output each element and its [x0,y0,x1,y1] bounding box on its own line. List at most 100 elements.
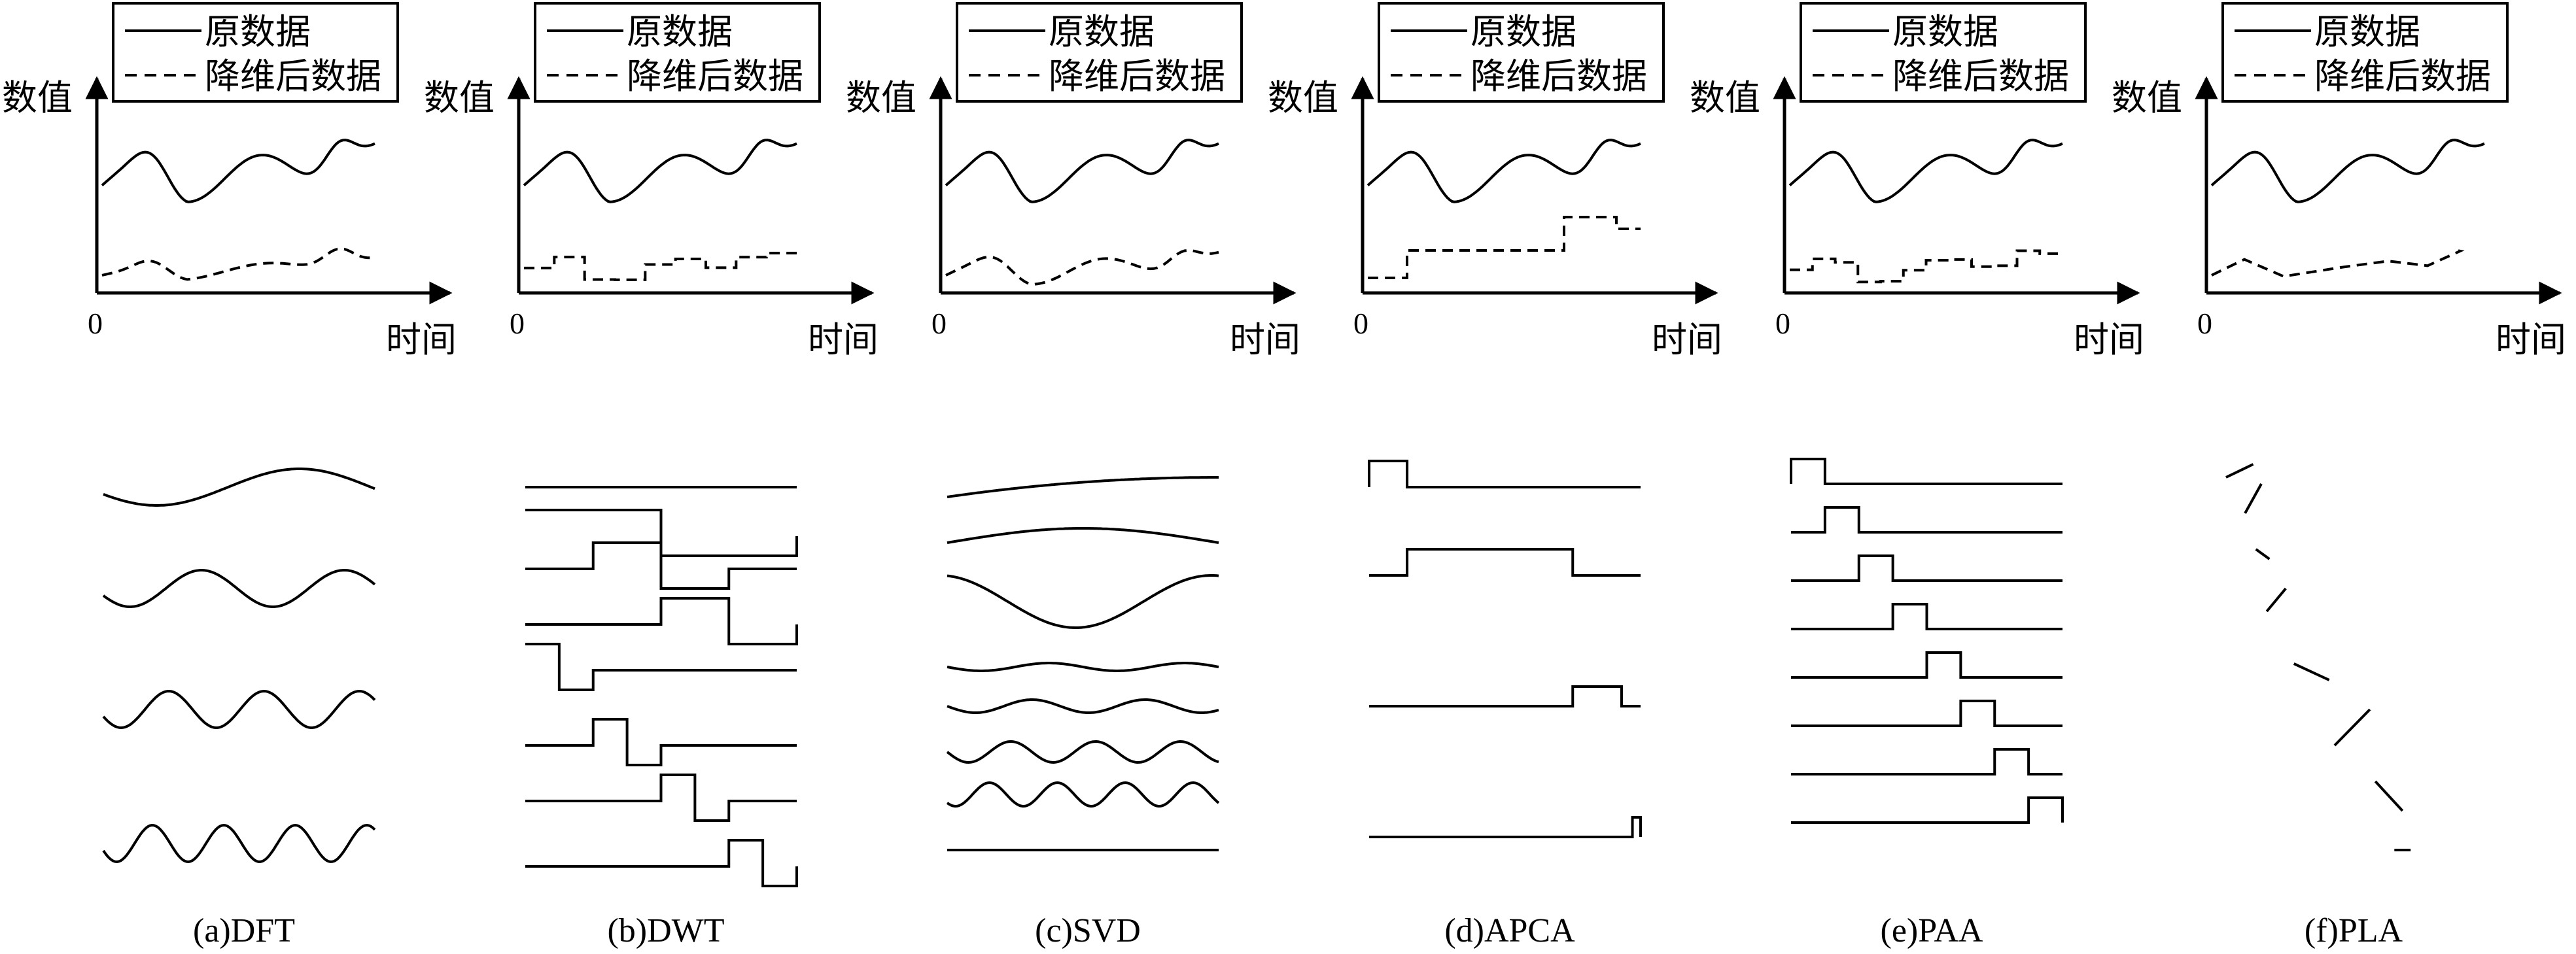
origin-label: 0 [1353,307,1368,340]
paa-segment-basis [1791,796,2064,824]
panel-caption: (f)PLA [2305,912,2403,949]
original-series [945,139,1219,203]
paa-segment-basis [1791,506,2063,534]
basis-functions [525,486,798,887]
pla-segment-basis [2225,463,2254,479]
y-axis-label: 数值 [2112,77,2182,118]
y-axis-label: 数值 [2,77,73,118]
haar-basis [525,597,798,645]
legend-original-label: 原数据 [627,11,733,52]
basis-functions [1368,460,1642,838]
sinusoid-basis [102,689,376,730]
original-series [2210,139,2485,203]
original-series [101,139,375,203]
x-axis-label: 时间 [1652,319,1722,360]
reduced-series [1368,216,1641,279]
original-series [1788,139,2063,203]
legend-box [112,2,399,103]
x-axis-label: 时间 [808,319,879,360]
panel-caption: (c)SVD [1035,912,1141,949]
x-axis-label: 时间 [2074,319,2144,360]
original-series [1366,139,1641,203]
pla-segment-basis [2255,548,2271,560]
basis-functions [946,476,1220,851]
panel-caption: (b)DWT [607,912,724,949]
legend-original-label: 原数据 [205,11,311,52]
basis-functions [1790,458,2064,824]
eigenwave-basis [946,740,1219,764]
legend-box [1378,2,1665,103]
haar-basis [525,718,797,766]
legend-original-label: 原数据 [1892,11,1998,52]
legend-original-label: 原数据 [1049,11,1155,52]
pla-segment-basis [2333,708,2371,747]
eigenwave-basis [947,476,1219,498]
legend-reduced-label: 降维后数据 [627,56,803,97]
panel-caption: (a)DFT [193,912,295,949]
y-axis-label: 数值 [1690,77,1760,118]
apca-segment-basis [1369,816,1642,838]
sinusoid-basis [102,568,376,609]
basis-functions [102,468,376,864]
haar-basis [525,774,797,822]
legend-original-label: 原数据 [2314,11,2420,52]
pla-segment-basis [2293,662,2330,681]
apca-segment-basis [1369,548,1641,577]
y-axis-label: 数值 [846,77,916,118]
paa-segment-basis [1791,700,2063,727]
pla-segment-basis [2244,483,2263,514]
legend-reduced-label: 降维后数据 [1049,56,1225,97]
eigenwave-basis [947,574,1219,629]
legend-reduced-label: 降维后数据 [205,56,381,97]
paa-segment-basis [1791,651,2063,679]
reduced-series [945,248,1219,286]
haar-basis [525,839,798,887]
origin-label: 0 [931,307,947,340]
apca-segment-basis [1369,685,1641,707]
origin-label: 0 [2197,307,2212,340]
haar-basis [525,541,797,590]
eigenwave-basis [947,527,1219,544]
basis-functions [2225,463,2411,851]
legend-reduced-label: 降维后数据 [1892,56,2069,97]
pla-segment-basis [2374,780,2404,812]
apca-segment-basis [1368,460,1641,488]
y-axis-label: 数值 [424,77,495,118]
origin-label: 0 [1775,307,1790,340]
reduced-series [101,247,375,281]
origin-label: 0 [510,307,525,340]
x-axis-label: 时间 [386,319,457,360]
paa-segment-basis [1791,603,2063,630]
pla-segment-basis [2265,587,2287,613]
reduced-series [1790,249,2063,284]
origin-label: 0 [88,307,103,340]
x-axis-label: 时间 [2496,319,2566,360]
paa-segment-basis [1790,458,2063,485]
legend-box [534,2,821,103]
legend-box [1800,2,2087,103]
eigenwave-basis [947,698,1219,714]
paa-segment-basis [1791,748,2063,775]
haar-basis [525,643,797,691]
legend-box [956,2,1243,103]
eigenwave-basis [947,662,1219,672]
legend-reduced-label: 降维后数据 [2314,56,2491,97]
legend-original-label: 原数据 [1471,11,1576,52]
legend-reduced-label: 降维后数据 [1471,56,1647,97]
paa-segment-basis [1791,554,2063,582]
panel-caption: (d)APCA [1444,912,1575,949]
sinusoid-basis [102,823,376,864]
reduced-series [524,252,797,281]
x-axis-label: 时间 [1230,319,1300,360]
sinusoid-basis [103,468,375,507]
reduced-series [2211,249,2465,278]
original-series [523,139,797,203]
